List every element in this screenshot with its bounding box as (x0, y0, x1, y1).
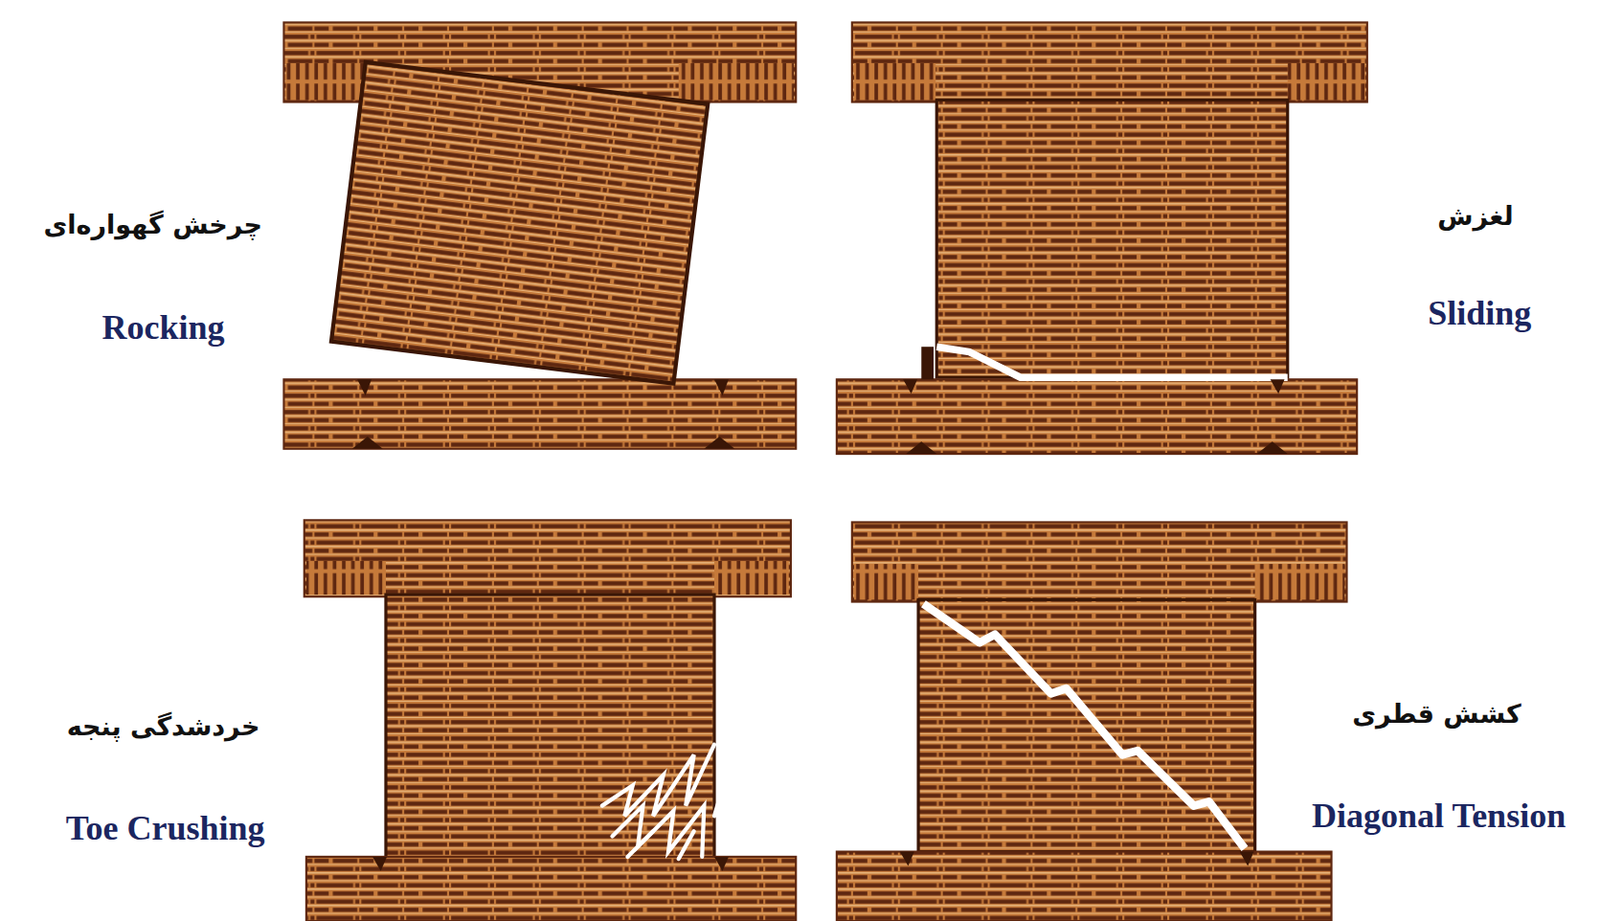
english-label: Toe Crushing (66, 810, 266, 849)
persian-label: چرخش گهواره‌ای (44, 210, 263, 240)
sliding-pier (836, 22, 1368, 454)
persian-label: خردشدگی پنجه (67, 712, 261, 742)
english-label: Rocking (101, 309, 225, 348)
toe-crushing-pier (304, 519, 796, 921)
persian-label: لغزش (1437, 202, 1513, 231)
english-label: Sliding (1427, 294, 1532, 334)
diagonal-tension-pier (836, 521, 1348, 921)
english-label: Diagonal Tension (1311, 797, 1566, 836)
persian-label: کشش قطری (1352, 699, 1521, 729)
rocking-pier (283, 22, 796, 449)
